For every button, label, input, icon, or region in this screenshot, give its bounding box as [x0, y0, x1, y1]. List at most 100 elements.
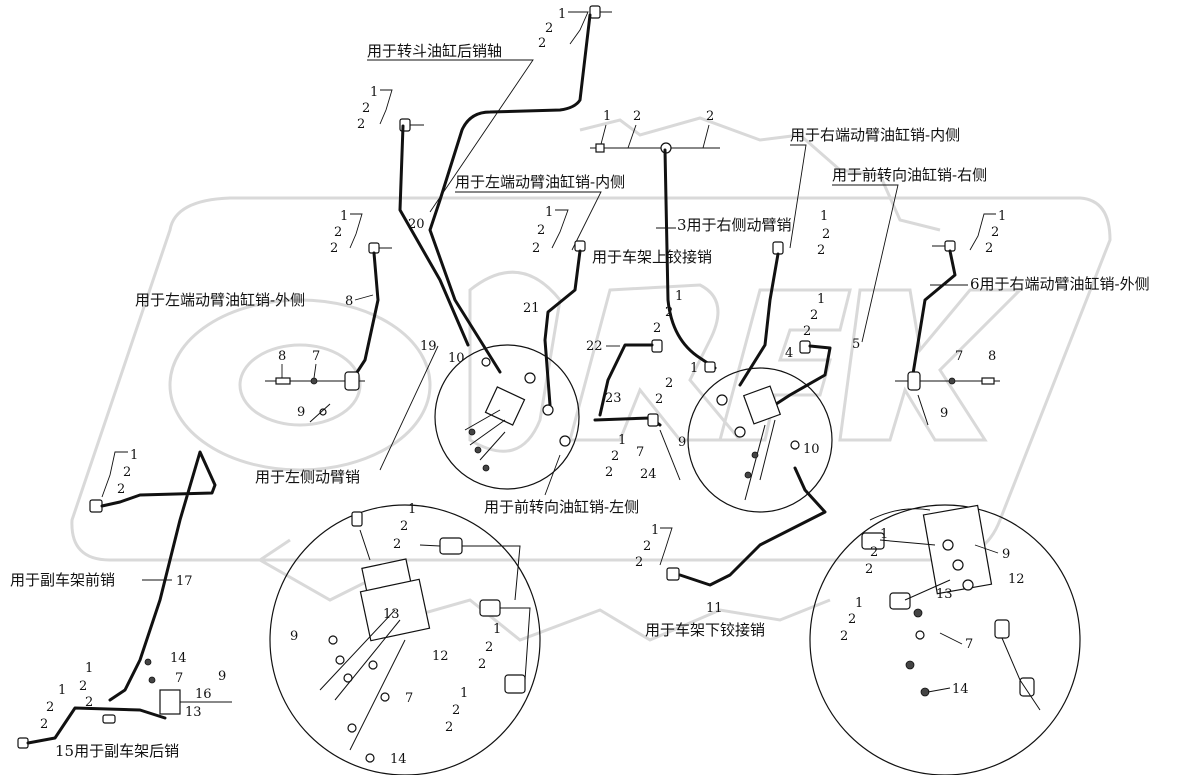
label-left-arm-cyl-inner: 用于左端动臂油缸销-内侧 — [455, 173, 625, 191]
label-frame-upper-hinge: 用于车架上铰接销 — [592, 248, 712, 266]
callout-number: 2 — [400, 519, 408, 534]
callout-2: 2 — [545, 21, 553, 36]
callout-number: 1 — [545, 205, 553, 220]
callout-number: 9 — [678, 435, 686, 450]
callout-number: 2 — [393, 537, 401, 552]
callout-number: 1 — [998, 209, 1006, 224]
callout-number: 2 — [985, 241, 993, 256]
callout-17: 17 — [176, 574, 193, 589]
callout-13-mid: 13 — [383, 607, 400, 622]
label-front-steer-cyl-left: 用于前转向油缸销-左侧 — [484, 498, 639, 516]
callout-number: 1 — [460, 686, 468, 701]
callout-10-left: 10 — [448, 351, 465, 366]
callout-number: 2 — [822, 227, 830, 242]
callout-number: 7 — [405, 691, 413, 706]
callout-number: 2 — [46, 700, 54, 715]
callout-number: 1 — [618, 433, 626, 448]
callout-number: 1 — [880, 527, 888, 542]
label-sub-frame-front: 用于副车架前销 — [10, 571, 115, 589]
callout-number: 9 — [218, 669, 226, 684]
callout-number: 2 — [803, 324, 811, 339]
callout-number: 2 — [810, 308, 818, 323]
callout-number: 1 — [85, 661, 93, 676]
callout-10-right: 10 — [803, 442, 820, 457]
callout-number: 1 — [130, 448, 138, 463]
callout-number: 1 — [370, 85, 378, 100]
callout-number: 1 — [58, 683, 66, 698]
callout-number: 1 — [690, 361, 698, 376]
callout-13-left: 13 — [185, 705, 202, 720]
callout-number: 2 — [357, 117, 365, 132]
watermark-logo — [70, 116, 1112, 642]
callout-number: 2 — [611, 449, 619, 464]
callout-number: 2 — [40, 717, 48, 732]
callout-number: 2 — [665, 376, 673, 391]
callout-19: 19 — [420, 339, 437, 354]
callout-number: 7 — [636, 445, 644, 460]
callout-13-right: 13 — [936, 587, 953, 602]
callout-number: 2 — [817, 243, 825, 258]
label-frame-lower-hinge: 用于车架下铰接销 — [645, 621, 765, 639]
callout-number: 8 — [278, 349, 286, 364]
callout-11: 11 — [706, 601, 723, 616]
label-front-steer-cyl-right: 用于前转向油缸销-右侧 — [832, 166, 987, 184]
fitting-group-top: 1 2 2 — [538, 5, 612, 51]
callout-number: 2 — [870, 545, 878, 560]
detail-circle-left-small — [434, 344, 580, 490]
callout-number: 7 — [965, 637, 973, 652]
callout-number: 2 — [79, 679, 87, 694]
callout-24: 24 — [640, 467, 657, 482]
callout-number: 1 — [855, 596, 863, 611]
callout-8-left: 8 — [345, 294, 353, 309]
callout-2b: 2 — [538, 36, 546, 51]
callout-number: 2 — [334, 225, 342, 240]
callout-5: 5 — [852, 337, 860, 352]
callout-number: 2 — [452, 703, 460, 718]
callout-number: 2 — [85, 695, 93, 710]
label-left-arm-pin: 用于左侧动臂销 — [255, 468, 360, 486]
callout-number: 1 — [340, 209, 348, 224]
label-left-arm-cyl-outer: 用于左端动臂油缸销-外侧 — [135, 291, 305, 309]
callout-number: 2 — [445, 720, 453, 735]
callout-number: 2 — [485, 640, 493, 655]
callout-number: 1 — [493, 622, 501, 637]
callout-number: 2 — [633, 109, 641, 124]
callout-22: 22 — [586, 339, 603, 354]
detail-circle-left-large — [269, 504, 541, 775]
callout-21: 21 — [523, 301, 540, 316]
callout-number: 1 — [675, 289, 683, 304]
callout-14-right: 14 — [952, 682, 969, 697]
callout-23: 23 — [605, 391, 622, 406]
callout-number: 2 — [117, 482, 125, 497]
label-rear-pin-bucket-cyl: 用于转斗油缸后销轴 — [367, 42, 502, 60]
detail-circle-right-large — [809, 504, 1081, 775]
callout-number: 2 — [532, 241, 540, 256]
callout-number: 1 — [817, 292, 825, 307]
callout-14-left: 14 — [170, 651, 187, 666]
callout-number: 2 — [123, 465, 131, 480]
callout-number: 7 — [312, 349, 320, 364]
callout-number: 2 — [478, 657, 486, 672]
callout-number: 2 — [635, 555, 643, 570]
label-right-arm-cyl-outer: 6用于右端动臂油缸销-外侧 — [970, 275, 1150, 293]
callout-9-right: 9 — [1002, 547, 1010, 562]
callout-number: 7 — [955, 349, 963, 364]
callout-1: 1 — [558, 7, 566, 22]
callout-number: 1 — [603, 109, 611, 124]
label-sub-frame-rear: 15用于副车架后销 — [55, 742, 179, 760]
callout-number: 9 — [297, 405, 305, 420]
label-right-arm-cyl-inner: 用于右端动臂油缸销-内侧 — [790, 126, 960, 144]
callout-number: 2 — [605, 465, 613, 480]
label-right-arm-pin: 3用于右侧动臂销 — [677, 216, 792, 234]
callout-number: 2 — [653, 321, 661, 336]
callout-number: 1 — [651, 523, 659, 538]
callout-number: 2 — [665, 305, 673, 320]
callout-number: 2 — [643, 539, 651, 554]
callout-12-right: 12 — [1008, 572, 1025, 587]
callout-number: 1 — [820, 209, 828, 224]
callout-number: 2 — [706, 109, 714, 124]
detail-circle-right-small — [687, 367, 833, 513]
callout-number: 7 — [175, 671, 183, 686]
